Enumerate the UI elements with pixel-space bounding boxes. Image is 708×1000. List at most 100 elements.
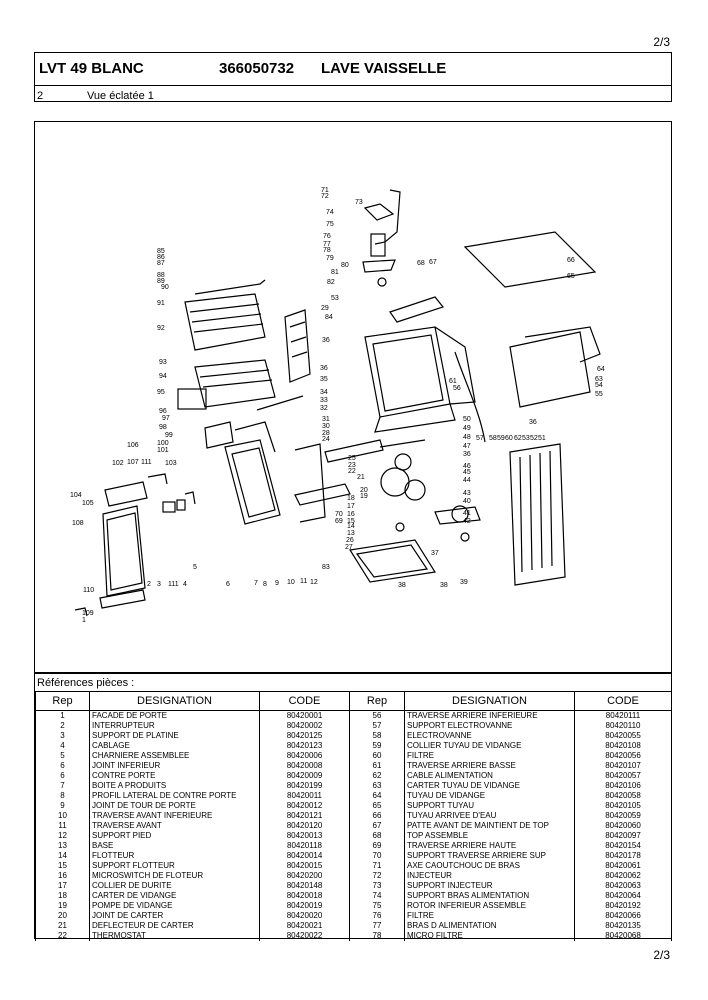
part-designation: JOINT DE TOUR DE PORTE xyxy=(89,801,260,811)
header-designation-left: DESIGNATION xyxy=(89,691,260,711)
part-designation: ELECTROVANNE xyxy=(404,731,575,741)
callout-label: 2 xyxy=(147,581,151,588)
callout-label: 72 xyxy=(321,193,329,200)
callout-label: 70 xyxy=(335,511,343,518)
callout-label: 99 xyxy=(165,432,173,439)
callout-label: 62 xyxy=(514,435,522,442)
parts-reference-section: Références pièces : Rep DESIGNATION CODE… xyxy=(34,673,672,941)
part-code: 80420011 xyxy=(259,791,350,801)
part-rep: 63 xyxy=(349,781,405,791)
callout-label: 93 xyxy=(159,359,167,366)
callout-label: 3 xyxy=(157,581,161,588)
callout-label: 95 xyxy=(157,389,165,396)
callout-label: 56 xyxy=(453,385,461,392)
callout-label: 85 xyxy=(157,248,165,255)
callout-label: 38 xyxy=(440,582,448,589)
callout-label: 63 xyxy=(595,376,603,383)
part-code: 80420148 xyxy=(259,881,350,891)
callout-label: 54 xyxy=(595,382,603,389)
callout-label: 53 xyxy=(331,295,339,302)
part-code: 80420178 xyxy=(574,851,672,861)
part-code: 80420059 xyxy=(574,811,672,821)
header-divider xyxy=(35,85,671,86)
part-rep: 19 xyxy=(35,901,90,911)
diagram-callouts: 7172737475767778798081828586878889909192… xyxy=(70,187,605,624)
part-designation: SUPPORT DE PLATINE xyxy=(89,731,260,741)
exploded-view-drawing: 7172737475767778798081828586878889909192… xyxy=(70,187,605,624)
product-description: LAVE VAISSELLE xyxy=(321,60,447,77)
callout-label: 83 xyxy=(322,564,330,571)
part-rep: 61 xyxy=(349,761,405,771)
parts-table: Rep DESIGNATION CODE Rep DESIGNATION COD… xyxy=(35,691,672,941)
callout-label: 106 xyxy=(127,442,139,449)
part-code: 80420002 xyxy=(259,721,350,731)
part-designation: MICRO FILTRE xyxy=(404,931,575,941)
part-rep: 12 xyxy=(35,831,90,841)
callout-label: 27 xyxy=(345,544,353,551)
callout-label: 53 xyxy=(522,435,530,442)
model-name: LVT 49 BLANC xyxy=(39,60,144,77)
callout-label: 64 xyxy=(597,366,605,373)
part-designation: CHARNIERE ASSEMBLEE xyxy=(89,751,260,761)
part-code: 80420120 xyxy=(259,821,350,831)
callout-label: 43 xyxy=(463,490,471,497)
part-code: 80420057 xyxy=(574,771,672,781)
callout-label: 42 xyxy=(463,518,471,525)
callout-label: 49 xyxy=(463,425,471,432)
part-rep: 78 xyxy=(349,931,405,941)
part-designation: POMPE DE VIDANGE xyxy=(89,901,260,911)
callout-label: 107 xyxy=(127,459,139,466)
part-rep: 3 xyxy=(35,731,90,741)
callout-label: 67 xyxy=(429,259,437,266)
callout-label: 25 xyxy=(348,455,356,462)
callout-label: 23 xyxy=(348,462,356,469)
callout-label: 21 xyxy=(357,474,365,481)
callout-label: 90 xyxy=(161,284,169,291)
part-designation: CABLAGE xyxy=(89,741,260,751)
part-designation: TOP ASSEMBLE xyxy=(404,831,575,841)
part-code: 80420020 xyxy=(259,911,350,921)
callout-label: 81 xyxy=(331,269,339,276)
callout-label: 103 xyxy=(165,460,177,467)
callout-label: 84 xyxy=(325,314,333,321)
part-code: 80420110 xyxy=(574,721,672,731)
part-designation: CARTER TUYAU DE VIDANGE xyxy=(404,781,575,791)
callout-label: 66 xyxy=(567,257,575,264)
part-rep: 62 xyxy=(349,771,405,781)
part-code: 80420056 xyxy=(574,751,672,761)
part-designation: TRAVERSE AVANT INFERIEURE xyxy=(89,811,260,821)
part-code: 80420107 xyxy=(574,761,672,771)
callout-label: 32 xyxy=(320,405,328,412)
callout-label: 58 xyxy=(489,435,497,442)
part-rep: 56 xyxy=(349,710,405,721)
callout-label: 37 xyxy=(431,550,439,557)
callout-label: 7 xyxy=(254,580,258,587)
callout-label: 1 xyxy=(82,617,86,624)
parts-table-header: Rep DESIGNATION CODE Rep DESIGNATION COD… xyxy=(35,691,672,711)
part-code: 80420006 xyxy=(259,751,350,761)
part-code: 80420019 xyxy=(259,901,350,911)
callout-label: 16 xyxy=(347,511,355,518)
callout-label: 18 xyxy=(347,495,355,502)
part-rep: 74 xyxy=(349,891,405,901)
part-code: 80420058 xyxy=(574,791,672,801)
header-rep-left: Rep xyxy=(35,691,90,711)
part-designation: TUYAU DE VIDANGE xyxy=(404,791,575,801)
part-code: 80420066 xyxy=(574,911,672,921)
part-code: 80420014 xyxy=(259,851,350,861)
callout-label: 50 xyxy=(463,416,471,423)
callout-label: 51 xyxy=(538,435,546,442)
callout-label: 38 xyxy=(398,582,406,589)
part-code: 80420064 xyxy=(574,891,672,901)
callout-label: 82 xyxy=(327,279,335,286)
